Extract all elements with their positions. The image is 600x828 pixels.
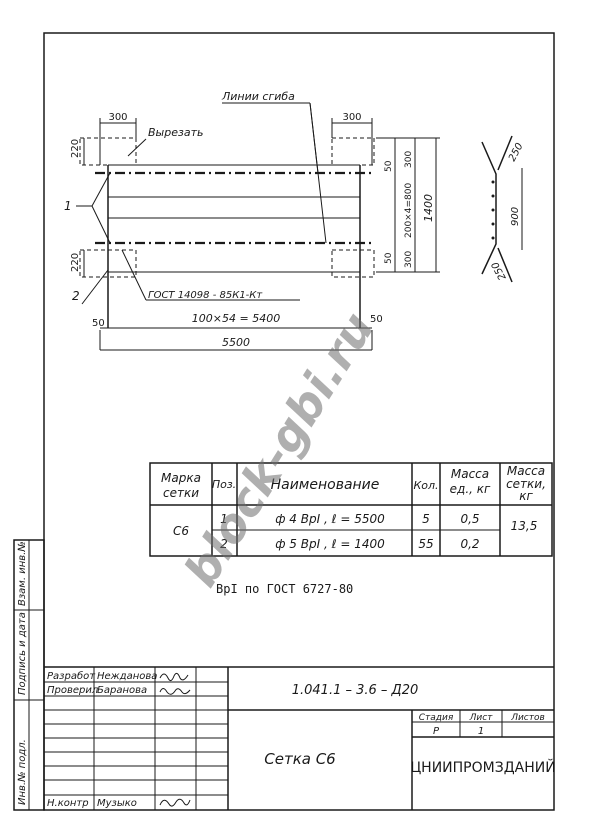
- side-stamp: Инв.№ подл. Подпись и дата Взам. инв.№: [13, 539, 45, 811]
- section-dot-1: [491, 180, 495, 184]
- section-dim-900: 900: [510, 207, 521, 226]
- bend-lines-label: Линии сгиба: [221, 90, 295, 103]
- sheet-frame: [43, 32, 555, 811]
- cell-mark: С6: [173, 524, 189, 538]
- tb-stage-header: Стадия: [419, 713, 454, 723]
- pos2-leader: [81, 269, 109, 305]
- bend-leader-2: [309, 102, 327, 244]
- cut-zone-top-left: [79, 137, 137, 166]
- dim-right-50-top: 50: [384, 160, 394, 172]
- tb-role-checked: Проверил: [47, 685, 99, 696]
- th-pos: Поз.: [212, 478, 236, 491]
- dim-spacing: 100×54 = 5400: [192, 312, 280, 325]
- section-dim-250-bottom: 250: [490, 260, 509, 282]
- cell-pos-1: 1: [220, 512, 228, 526]
- dim-220-bottom: 220: [70, 253, 81, 272]
- doc-code: 1.041.1 – 3.6 – Д20: [292, 683, 419, 698]
- dim-right-50-bottom: 50: [384, 252, 394, 264]
- section-dot-5: [491, 236, 495, 240]
- pos1-leader-b: [91, 172, 111, 207]
- dim-220-top: 220: [70, 139, 81, 158]
- cut-zone-bottom-left: [79, 249, 137, 278]
- cell-mass-total: 13,5: [511, 519, 538, 533]
- dim-total-length: 5500: [222, 336, 250, 349]
- cut-zone-bottom-right: [331, 249, 375, 278]
- dim-right-300-bottom: 300: [404, 251, 414, 268]
- gost-label: ГОСТ 14098 - 85К1-Кт: [148, 290, 263, 301]
- section-dot-2: [491, 194, 495, 198]
- table-frame: [149, 462, 553, 557]
- th-qty: Кол.: [413, 479, 438, 492]
- position-1-label: 1: [64, 199, 72, 213]
- tb-role-control: Н.контр: [47, 798, 89, 809]
- pos1-leader-c: [91, 205, 111, 244]
- th-mark-1: Марка: [161, 471, 201, 485]
- tb-stage-value: Р: [433, 726, 440, 737]
- section-flange-top: [497, 135, 513, 171]
- cell-qty-2: 55: [418, 537, 433, 551]
- th-mass-total-2: сетки,: [506, 477, 546, 491]
- cell-mass-1: 0,5: [460, 512, 479, 526]
- signature-developed: [159, 672, 189, 682]
- dim-50-left: 50: [92, 318, 105, 329]
- th-mass-total-1: Масса: [507, 464, 545, 478]
- cut-leader: [127, 138, 147, 157]
- tb-sheet-header: Лист: [469, 713, 494, 723]
- steel-note: BpI по ГОСТ 6727-80: [216, 582, 353, 596]
- th-name: Наименование: [271, 477, 380, 493]
- cut-label: Вырезать: [148, 126, 203, 139]
- cell-name-1: ф 4 BpI , ℓ = 5500: [275, 512, 385, 526]
- watermark: block-gbi.ru: [174, 303, 385, 596]
- side-sign-date: Подпись и дата: [17, 612, 28, 695]
- gost-leader: [121, 249, 147, 301]
- tb-name-developed: Нежданова: [97, 671, 157, 682]
- side-inv-orig: Инв.№ подл.: [17, 739, 28, 805]
- tb-sheets-header: Листов: [510, 713, 545, 723]
- cell-qty-1: 5: [422, 512, 430, 526]
- th-mass-unit-1: Масса: [451, 467, 489, 481]
- signature-control: [159, 798, 191, 807]
- tb-sheet-value: 1: [478, 726, 484, 737]
- mesh-section-view: 900 250 250: [481, 135, 526, 283]
- dim-total-height: 1400: [422, 194, 435, 222]
- dim-300-left: 300: [108, 112, 127, 123]
- th-mark-2: сетки: [163, 486, 199, 500]
- tb-name-control: Музыко: [97, 798, 137, 809]
- mesh-plan-view: 300 300 220 220 Вырезать Линии сгиба 1 2…: [64, 90, 440, 351]
- th-mass-total-3: кг: [519, 489, 533, 503]
- cell-name-2: ф 5 BpI , ℓ = 1400: [275, 537, 385, 551]
- doc-title: Сетка С6: [264, 750, 335, 768]
- section-dot-3: [491, 208, 495, 212]
- section-flange-bottom: [497, 247, 513, 283]
- dim-50-right: 50: [370, 314, 383, 325]
- th-mass-unit-2: ед., кг: [450, 482, 491, 496]
- section-dot-4: [491, 222, 495, 226]
- position-2-label: 2: [72, 289, 80, 303]
- tb-role-developed: Разработ: [47, 670, 96, 682]
- organization-name: ЦНИИПРОМЗДАНИЙ: [410, 758, 555, 776]
- tb-name-checked: Баранова: [97, 685, 147, 696]
- signature-checked: [159, 688, 191, 695]
- cell-pos-2: 2: [220, 537, 228, 551]
- specification-table: Марка сетки Поз. Наименование Кол. Масса…: [149, 462, 553, 557]
- side-inv-dup: Взам. инв.№: [17, 541, 28, 606]
- dim-300-right: 300: [342, 112, 361, 123]
- title-block: Разработ Нежданова Проверил Баранова Н.к…: [44, 666, 556, 810]
- section-outline-left: [481, 141, 497, 275]
- cell-mass-2: 0,2: [460, 537, 479, 551]
- dim-right-300-top: 300: [404, 151, 414, 168]
- section-dim-250-top: 250: [507, 141, 526, 163]
- dim-right-middle: 200×4=800: [404, 183, 414, 238]
- cut-zone-top-right: [331, 137, 375, 166]
